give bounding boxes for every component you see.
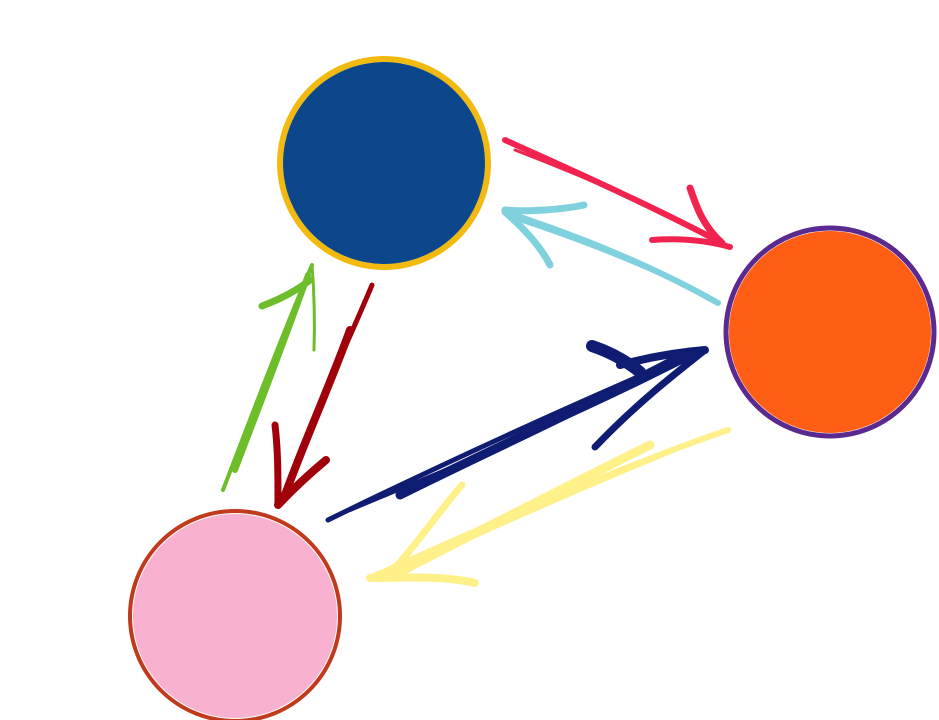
arrow-orange-to-pink — [366, 427, 731, 587]
arrow-blue-to-pink — [271, 282, 375, 509]
node-pink — [128, 509, 342, 720]
node-orange — [723, 225, 937, 439]
arrow-pink-to-orange — [325, 340, 709, 523]
arrow-orange-to-blue — [501, 201, 721, 306]
arrow-pink-to-blue — [221, 263, 316, 492]
arrow-blue-to-orange — [502, 137, 733, 250]
node-blue — [277, 56, 491, 270]
